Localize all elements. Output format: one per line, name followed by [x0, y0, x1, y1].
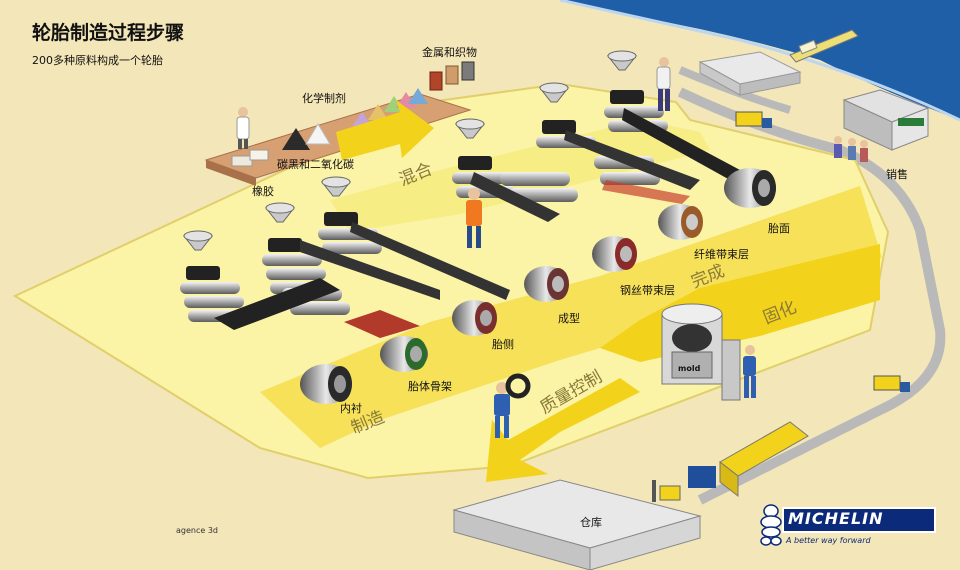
worker-quality-inspector [494, 373, 531, 438]
sales-store [834, 89, 930, 162]
sea [560, 0, 960, 120]
label-inner-liner: 内衬 [340, 402, 362, 415]
label-chemicals: 化学制剂 [302, 92, 346, 105]
arrow-materials [336, 100, 434, 160]
scientist-figure [236, 107, 250, 149]
label-fiber-belt: 纤维带束层 [694, 248, 749, 261]
label-sidewall: 胎侧 [492, 338, 514, 351]
shoreline [559, 0, 960, 122]
label-warehouse: 仓库 [580, 516, 602, 529]
road [677, 87, 946, 505]
ship-icon [789, 29, 859, 63]
label-carcass: 胎体骨架 [408, 380, 452, 393]
port-building [698, 51, 802, 96]
label-building: 成型 [558, 312, 580, 325]
forklift [652, 480, 681, 502]
worker-supervisor [656, 57, 671, 111]
label-rubber: 橡胶 [252, 185, 274, 198]
label-steel-belt: 钢丝带束层 [620, 284, 675, 297]
page-subtitle: 200多种原料构成一个轮胎 [32, 54, 163, 67]
worker-curing [743, 345, 756, 398]
truck-large [688, 421, 809, 498]
worker-orange-vest [466, 188, 482, 248]
label-sales: 销售 [886, 168, 908, 181]
truck-small-right [873, 375, 910, 392]
curing-press [661, 303, 741, 401]
agency-logo: agence 3d [176, 526, 219, 535]
label-mold: mold [678, 364, 701, 373]
component-drums [300, 168, 776, 404]
bibendum-icon [760, 504, 782, 546]
label-carbon-silica: 碳黑和二氧化碳 [277, 158, 354, 171]
truck-small-top [735, 111, 772, 128]
label-tread: 胎面 [768, 222, 790, 235]
michelin-logo: MICHELIN A better way forward [756, 503, 940, 547]
brand-slogan: A better way forward [786, 536, 871, 545]
brand-name: MICHELIN [788, 509, 884, 528]
page-title: 轮胎制造过程步骤 [32, 22, 185, 44]
warehouse [452, 479, 702, 570]
conveyor-belts [214, 108, 740, 338]
band-manufacturing [260, 186, 882, 448]
label-metal-fabric: 金属和织物 [422, 46, 477, 59]
arrow-quality-control [486, 378, 640, 482]
brand-box [782, 507, 936, 533]
